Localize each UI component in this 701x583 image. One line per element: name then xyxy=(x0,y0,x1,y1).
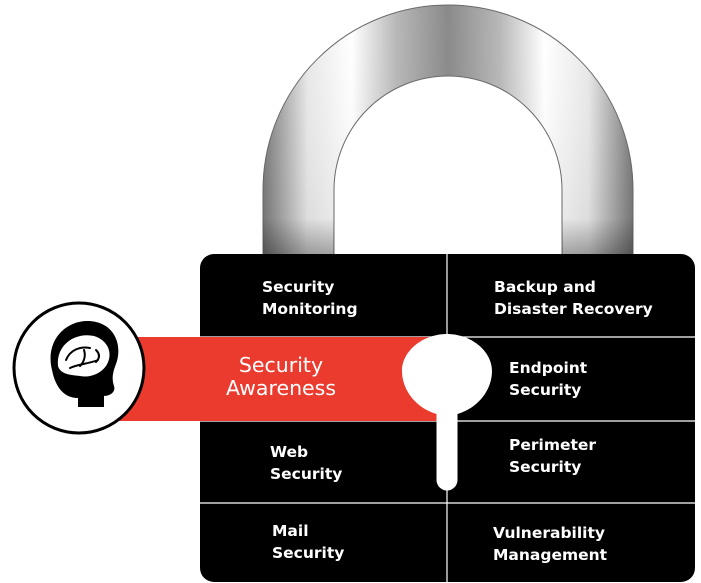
cell-endpoint-line1: Endpoint xyxy=(509,359,588,377)
padlock-shackle-icon xyxy=(262,4,634,257)
cell-mail-line1: Mail xyxy=(272,522,309,540)
cell-vulnerability-management: Vulnerability Management xyxy=(493,522,607,566)
cell-backup-line1: Backup and xyxy=(494,278,596,296)
cell-web-security: Web Security xyxy=(270,441,342,485)
cell-security-monitoring-line1: Security xyxy=(262,278,335,296)
cell-backup-disaster-recovery: Backup and Disaster Recovery xyxy=(494,276,653,320)
cell-perimeter-security: Perimeter Security xyxy=(509,434,596,478)
cell-web-line1: Web xyxy=(270,443,309,461)
cell-perimeter-line1: Perimeter xyxy=(509,436,597,454)
security-awareness-label: Security Awareness xyxy=(206,354,356,400)
head-brain-icon xyxy=(12,301,146,435)
cell-endpoint-line2: Security xyxy=(509,381,582,399)
cell-security-monitoring-line2: Monitoring xyxy=(262,300,358,318)
keyhole-icon xyxy=(402,334,492,491)
cell-mail-line2: Security xyxy=(272,544,345,562)
cell-endpoint-security: Endpoint Security xyxy=(509,357,587,401)
awareness-band xyxy=(85,337,447,421)
cell-security-monitoring: Security Monitoring xyxy=(262,276,358,320)
cell-mail-security: Mail Security xyxy=(272,520,344,564)
cell-backup-line2: Disaster Recovery xyxy=(494,300,653,318)
cell-vulnerability-line1: Vulnerability xyxy=(493,524,605,542)
cell-web-line2: Security xyxy=(270,465,343,483)
cell-perimeter-line2: Security xyxy=(509,458,582,476)
cell-vulnerability-line2: Management xyxy=(493,546,608,564)
awareness-line2: Awareness xyxy=(225,376,337,400)
awareness-line1: Security xyxy=(238,353,324,377)
